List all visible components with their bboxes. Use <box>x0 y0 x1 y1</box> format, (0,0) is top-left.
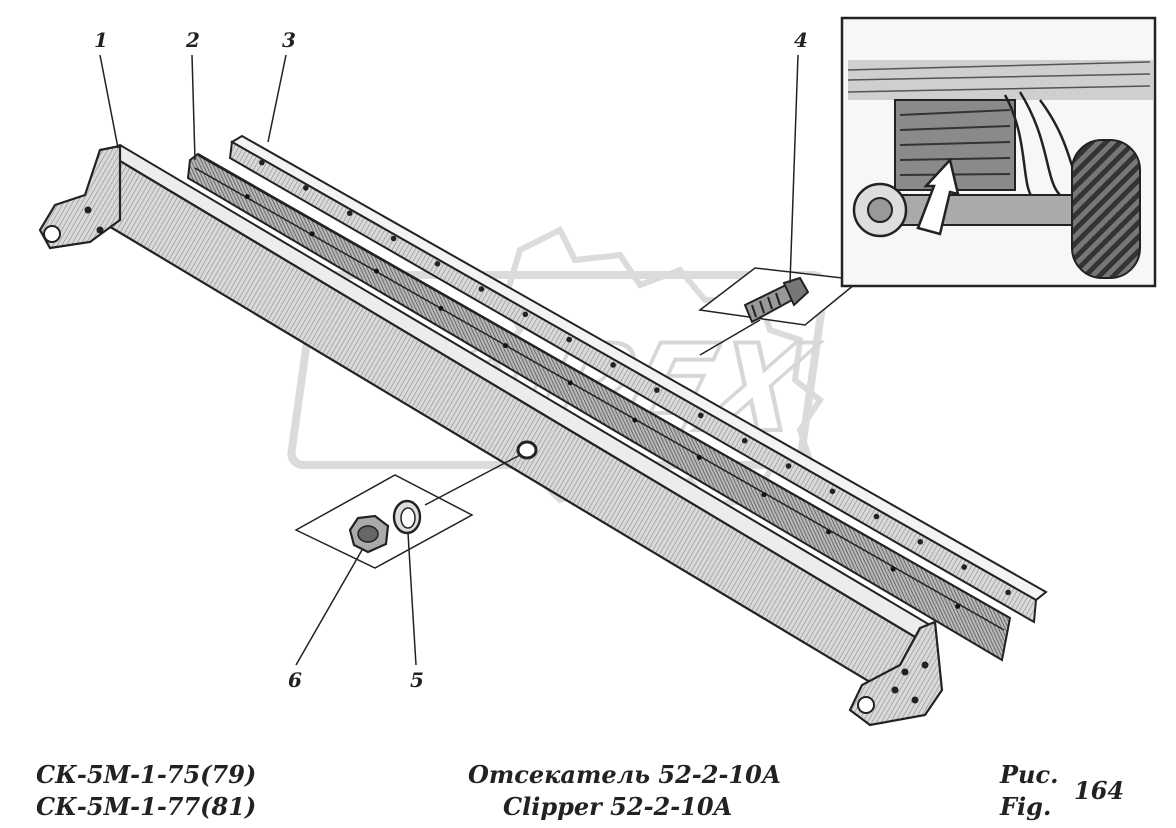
hole <box>917 539 924 545</box>
hole <box>390 235 397 242</box>
beam-bolt-hole <box>516 440 538 460</box>
hole <box>374 268 379 274</box>
hole <box>761 492 767 498</box>
hole <box>259 159 265 166</box>
hole <box>522 311 529 318</box>
hole <box>478 286 485 292</box>
strip-holes <box>259 159 1011 596</box>
hole <box>698 412 704 419</box>
hole <box>632 417 638 423</box>
part-2-cutter-bar <box>186 152 1012 662</box>
callout-4: 4 <box>794 28 808 52</box>
bolt-icon <box>743 276 810 324</box>
nut-washer-detail <box>294 454 521 569</box>
hole <box>503 343 509 349</box>
fig-label-en: Fig. <box>1000 792 1052 821</box>
hole <box>1005 589 1011 596</box>
hole <box>566 336 572 343</box>
callout-5: 5 <box>410 668 424 692</box>
bolt-detail <box>698 267 862 356</box>
title-en: Clipper 52-2-10A <box>503 792 733 821</box>
title-ru: Отсекатель 52-2-10А <box>468 760 782 789</box>
fig-number: 164 <box>1074 776 1125 805</box>
hole <box>567 380 573 386</box>
hole <box>890 566 896 572</box>
hole <box>829 488 836 495</box>
hole <box>438 305 444 311</box>
hole <box>955 603 961 609</box>
hole <box>309 231 315 237</box>
part-3-strip <box>228 134 1048 624</box>
model-line-2: СК-5М-1-77(81) <box>36 792 257 821</box>
hole <box>826 529 831 535</box>
hole <box>303 185 309 191</box>
right-bracket <box>848 620 944 727</box>
hole <box>434 261 441 267</box>
callout-2: 2 <box>186 28 200 52</box>
part-1-beam <box>38 143 944 727</box>
right-bracket-hole <box>857 696 875 714</box>
hole <box>873 513 880 520</box>
callout-3: 3 <box>282 28 296 52</box>
nut-icon <box>348 514 390 554</box>
hole <box>654 387 660 393</box>
inset-tire <box>1071 139 1141 279</box>
hole <box>741 437 748 444</box>
left-bracket <box>38 144 122 250</box>
hole <box>346 210 353 216</box>
bar-holes <box>244 194 961 609</box>
leader-lines <box>99 54 799 666</box>
hole <box>696 454 702 460</box>
hole <box>785 463 792 469</box>
left-bracket-hole <box>43 225 61 243</box>
hole <box>244 194 250 200</box>
callout-1: 1 <box>94 28 108 52</box>
hole <box>610 362 616 368</box>
callout-6: 6 <box>288 668 302 692</box>
washer-icon <box>392 499 422 535</box>
hole <box>961 564 967 570</box>
model-line-1: СК-5М-1-75(79) <box>36 760 257 789</box>
inset-machine-view <box>840 16 1157 288</box>
fig-label-ru: Рис. <box>1000 760 1059 789</box>
inset-arrow-icon <box>916 157 960 236</box>
